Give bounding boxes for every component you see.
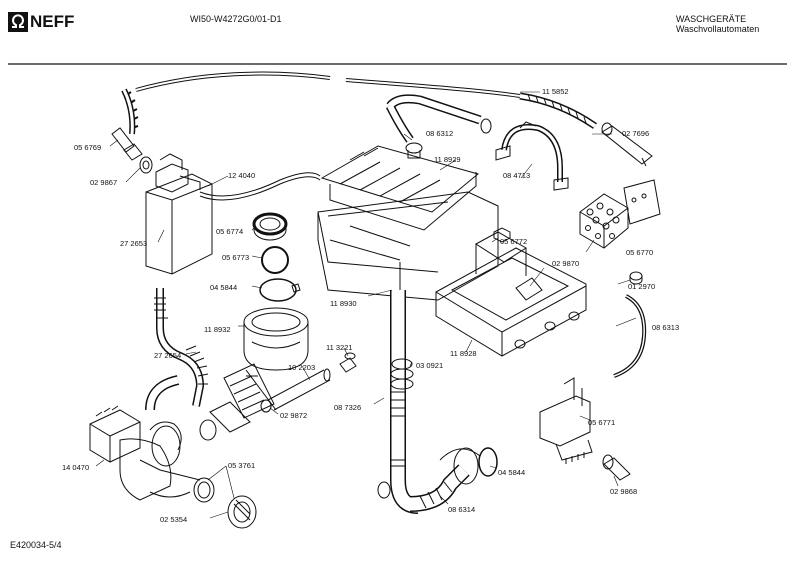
ring-012970 [629,271,643,281]
line-124040 [199,172,321,197]
part-label: 02 7696 [622,129,649,138]
part-label: 12 4040 [228,171,255,180]
connector-056771 [539,395,591,447]
part-label: 14 0470 [62,463,89,472]
part-label: 02 9867 [90,178,117,187]
washer-029867 [139,156,153,174]
part-label: 02 9868 [610,487,637,496]
part-label: 02 9872 [280,411,307,420]
seal-053761 [193,477,215,503]
part-label: 05 6774 [216,227,243,236]
part-label: 05 3761 [228,461,255,470]
inlet-elbow [111,127,135,153]
clip-056772 [493,227,511,243]
part-label: 27 2654 [154,351,181,360]
dispenser-tray-118928 [435,247,587,357]
part-label: 08 4713 [503,171,530,180]
part-label: 05 6771 [588,418,615,427]
valve-bracket [623,179,661,225]
ring-056773 [261,246,289,274]
part-label: 02 5354 [160,515,187,524]
part-label: 01 2970 [628,282,655,291]
neff-logo: NEFF [8,12,74,32]
part-label: 11 5852 [542,87,569,96]
washer-029872 [260,399,272,413]
part-label: 05 6772 [500,237,527,246]
hose-ribs-right [519,92,597,129]
part-label: 05 6773 [222,253,249,262]
line-art [89,71,661,529]
clamp-045844-b [478,447,498,477]
part-label: 10 2203 [288,363,315,372]
clamp-045844 [259,278,297,302]
part-label: 08 6314 [448,505,475,514]
part-label: 03 0921 [416,361,443,370]
part-label: 08 6312 [426,129,453,138]
distributor-056770 [579,193,629,249]
pump-140470 [89,409,141,463]
plug-027696 [601,125,653,165]
part-label: 02 9870 [552,259,579,268]
part-label: 11 8929 [434,155,461,164]
part-113221 [339,357,357,373]
siphon-029870 [515,277,543,301]
document-number: WI50-W4272G0/01-D1 [190,14,282,24]
drawing-id: E420034-5/4 [10,540,62,550]
part-label: 05 6770 [626,248,653,257]
sump-118932 [243,307,309,337]
part-label: 04 5844 [498,468,525,477]
subcategory-title: Waschvollautomaten [676,24,760,34]
drawer-housing-118930 [317,191,499,301]
leader-lines [95,91,637,519]
part-label: 11 8932 [204,325,231,334]
part-label: 11 3221 [326,343,353,352]
plug-029868 [603,457,631,481]
part-labels: 11 5852 05 6769 02 9867 12 4040 08 6312 … [62,87,679,524]
part-label: 11 8928 [450,349,477,358]
pipe-102203 [267,369,331,411]
part-label: 05 6769 [74,143,101,152]
part-label: 08 6313 [652,323,679,332]
omega-logo-icon [8,12,28,32]
flush-cover-118929 [320,145,480,213]
part-label: 08 7326 [334,403,361,412]
part-label: 11 8930 [330,299,357,308]
reservoir-272653 [145,173,213,275]
brand-wordmark: NEFF [30,12,75,31]
category-title: WASCHGERÄTE [676,14,747,24]
part-label: 27 2653 [120,239,147,248]
seal-056774 [252,212,288,236]
part-label: 04 5844 [210,283,237,292]
